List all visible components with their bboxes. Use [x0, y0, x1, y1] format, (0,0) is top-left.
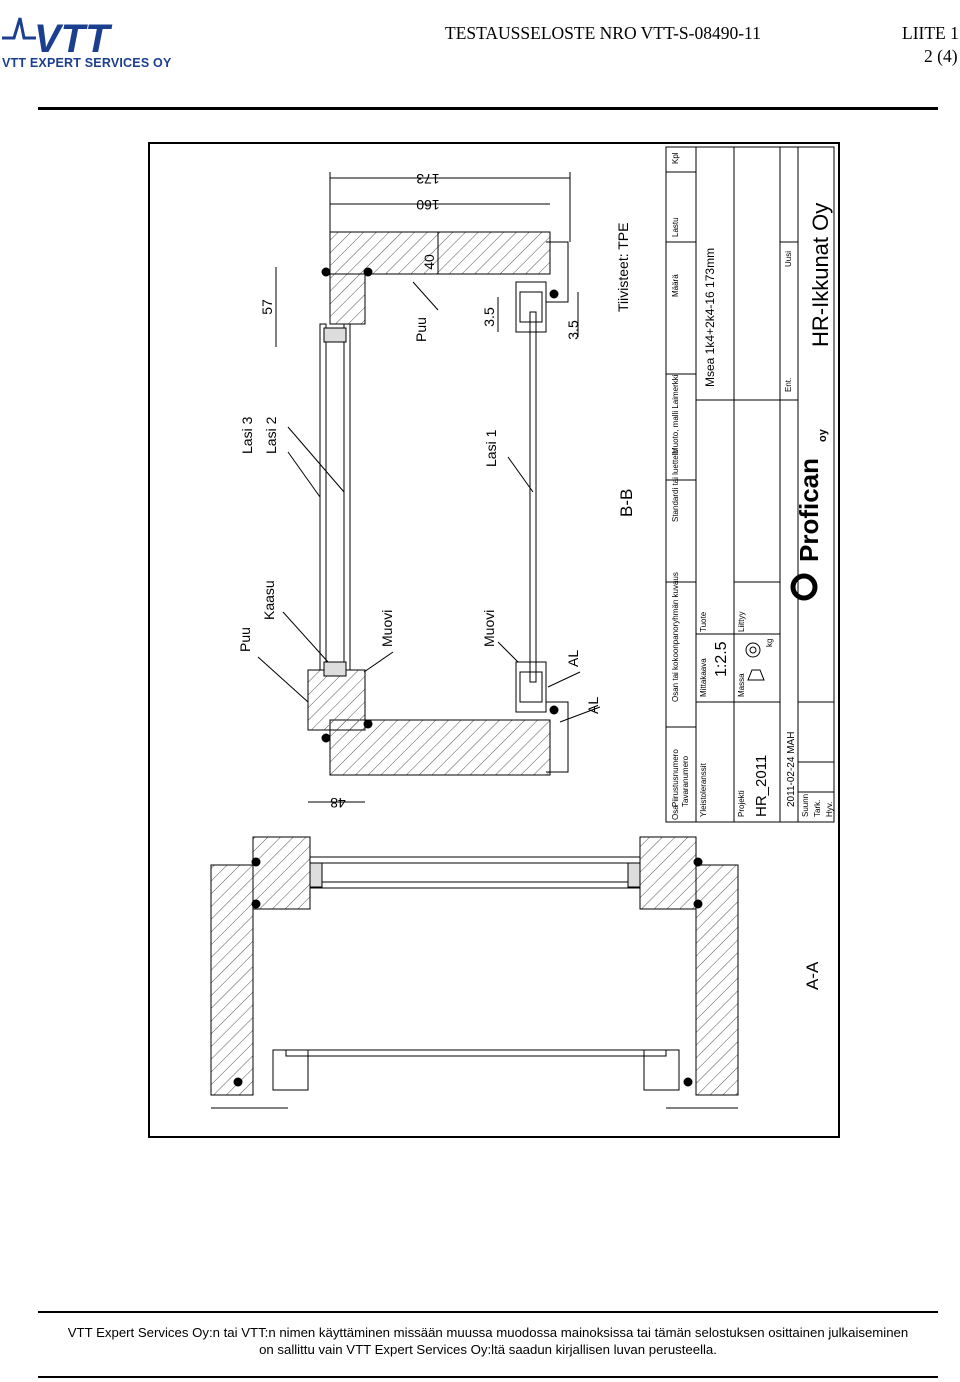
tb-maara: Määrä	[671, 274, 680, 297]
dim-3-5-b: 3.5	[565, 320, 581, 340]
tb-osan-kuvaus: Osan tai kokoonpanoryhmän kuvaus	[671, 572, 680, 702]
al-cover-bottom	[546, 701, 569, 773]
tb-tuote: Tuote	[699, 611, 708, 632]
seal-6	[549, 705, 559, 715]
tb-scale: 1:2.5	[713, 641, 730, 677]
tb-hyv: Hyv.	[825, 802, 834, 817]
bottom-rule	[38, 1376, 938, 1378]
aa-glass-1	[285, 1049, 667, 1057]
appendix-label: LIITE 1	[902, 23, 959, 43]
tb-mittakaava: Mittakaava	[699, 658, 708, 697]
tb-tavaranumero: Tavaranumero	[681, 755, 690, 807]
vtt-logo: VTT	[2, 17, 113, 61]
al-cover-top	[546, 241, 569, 303]
label-kaasu: Kaasu	[261, 580, 277, 620]
page-number: 2 (4)	[924, 46, 958, 66]
frame-bottom-hatch	[329, 719, 551, 776]
label-lasi2: Lasi 2	[263, 416, 279, 454]
label-muovi-1: Muovi	[379, 610, 395, 647]
tb-liittyy: Liittyy	[737, 612, 746, 632]
logo-swoosh	[2, 17, 36, 40]
dim-40: 40	[421, 254, 437, 270]
seal-2	[363, 267, 373, 277]
label-puu-2: Puu	[413, 317, 429, 342]
tb-date: 2011-02-24 MAH	[786, 732, 797, 807]
frame-top-hatch	[329, 231, 551, 275]
tb-maker-suffix: oy	[817, 428, 829, 442]
footer-notice: VTT Expert Services Oy:n tai VTT:n nimen…	[38, 1324, 938, 1358]
section-bb-label: B-B	[617, 489, 636, 517]
tb-osa: Osa	[671, 805, 680, 820]
header-rule	[38, 107, 938, 110]
dim-57: 57	[259, 299, 275, 315]
profican-logo-mark	[790, 573, 818, 601]
label-al-1: AL	[565, 650, 581, 667]
sash-top-hatch	[329, 273, 366, 325]
tb-maker: Profican	[794, 458, 824, 562]
tb-product: Msea 1k4+2k4-16 173mm	[703, 248, 717, 387]
company-name: VTT EXPERT SERVICES OY	[2, 56, 172, 70]
seal-5	[549, 289, 559, 299]
tb-suunn: Suunn	[801, 794, 810, 817]
tb-uusi: Uusi	[784, 251, 793, 267]
tb-piirustusnumero: Piirustusnumero	[671, 749, 680, 807]
tb-projekti: Projekti	[737, 790, 746, 817]
tb-tark: Tark.	[813, 800, 822, 817]
logo-vtt-text: VTT	[34, 17, 113, 61]
al-profile-bottom	[515, 661, 547, 713]
footer-rule	[38, 1311, 938, 1313]
tb-standardi: Standardi tai luettelo	[671, 449, 680, 522]
dim-3-5-a: 3.5	[481, 307, 497, 327]
dim-160: 160	[416, 197, 440, 213]
section-aa	[210, 836, 739, 1109]
label-puu-1: Puu	[237, 627, 253, 652]
drawing-canvas: 173 160 57 40 3.5 3.5 48 Puu Kaasu Lasi …	[148, 142, 840, 1138]
aa-al-right	[643, 1049, 680, 1091]
aa-sash-left	[252, 836, 311, 910]
label-lasi1: Lasi 1	[483, 429, 499, 467]
tb-yleistoleranssit: Yleistoleranssit	[699, 762, 708, 817]
aa-sash-right	[639, 836, 697, 910]
tb-kg: kg	[765, 639, 774, 647]
section-bb	[257, 172, 601, 803]
footer-line-2: on sallittu vain VTT Expert Services Oy:…	[259, 1342, 717, 1357]
label-muovi-2: Muovi	[481, 610, 497, 647]
footer-line-1: VTT Expert Services Oy:n tai VTT:n nimen…	[67, 1325, 909, 1340]
tb-massa: Massa	[737, 673, 746, 697]
tb-project: HR_2011	[753, 755, 770, 817]
tb-lastu: Lastu	[671, 217, 680, 237]
aa-frame-left	[210, 864, 254, 1096]
dim-173: 173	[416, 171, 440, 187]
label-al-2: AL	[585, 697, 601, 714]
spacer-bottom	[323, 661, 347, 677]
report-title: TESTAUSSELOSTE NRO VTT-S-08490-11	[445, 23, 761, 43]
aa-al-left	[272, 1049, 309, 1091]
spacer-top	[323, 327, 347, 343]
seal-1	[321, 267, 331, 277]
glass-1	[529, 311, 537, 683]
technical-drawing: 173 160 57 40 3.5 3.5 48 Puu Kaasu Lasi …	[148, 142, 840, 1138]
glass-2	[343, 323, 351, 671]
dim-48: 48	[330, 795, 346, 811]
title-block	[665, 146, 835, 823]
al-profile-top	[515, 281, 547, 333]
tb-ent: Ent.	[784, 378, 793, 392]
seal-4	[363, 719, 373, 729]
seal-3	[321, 733, 331, 743]
section-aa-label: A-A	[803, 961, 822, 990]
aa-glass-3	[309, 856, 641, 864]
tb-kpl: Kpl	[671, 152, 680, 164]
label-lasi3: Lasi 3	[239, 416, 255, 454]
tb-muoto: Muoto, malli Laimerkki	[671, 374, 680, 454]
tb-company-name: HR-Ikkunat Oy	[808, 203, 833, 347]
aa-frame-right	[695, 864, 739, 1096]
label-tiivisteet: Tiivisteet: TPE	[615, 223, 631, 312]
sash-bottom-hatch	[307, 669, 366, 731]
